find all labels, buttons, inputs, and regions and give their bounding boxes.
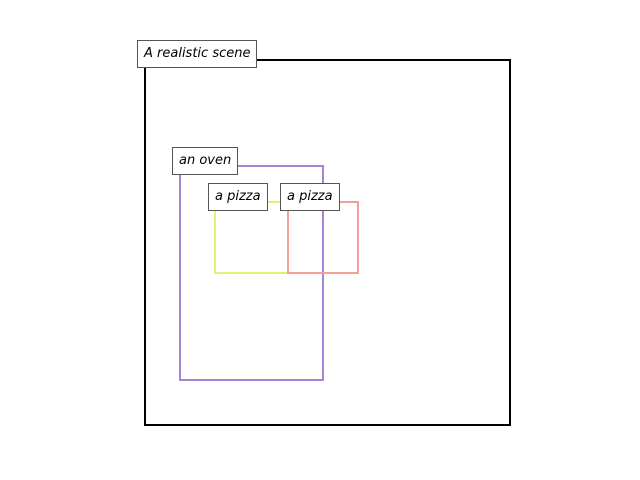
scene-region-box xyxy=(144,59,511,426)
pizza-label: a pizza xyxy=(208,183,268,211)
pizza-region-box xyxy=(214,201,289,274)
pizza-region-box-2 xyxy=(287,201,359,274)
pizza-label-2: a pizza xyxy=(280,183,340,211)
scene-label: A realistic scene xyxy=(137,40,258,68)
oven-label: an oven xyxy=(172,147,239,175)
